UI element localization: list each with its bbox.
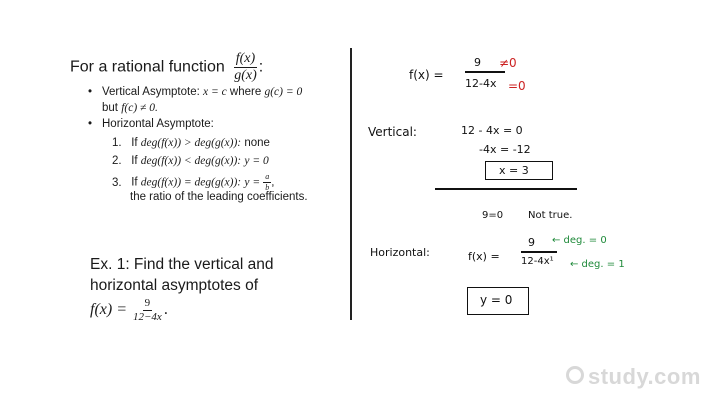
heading-colon: : [258,58,264,76]
case-3-numerator: a [263,172,272,183]
case-2-result: y = 0 [244,155,269,167]
example-line-2: horizontal asymptotes of [90,277,259,294]
hw-vertical-step-2: -4x = -12 [479,143,531,156]
example-formula: f(x) = 9 12−4x . [90,298,335,323]
rule-case-3: 3. If deg(f(x)) = deg(g(x)): y = a b , [112,173,275,192]
hw-fx-fraction-bar [465,71,505,73]
case-3-tail: , [271,176,275,189]
case-1-result: none [244,137,270,149]
rule-case-2: 2. If deg(f(x)) < deg(g(x)): y = 0 [112,155,269,167]
study-logo-icon [566,366,584,384]
case-3-result: y = [244,176,261,189]
example-numerator: 9 [142,297,153,311]
case-3-fraction: a b [263,172,272,192]
case-1-if: If [131,137,138,149]
example-line-1: Ex. 1: Find the vertical and [90,256,274,273]
hw-vertical-label: Vertical: [368,125,417,139]
case-3-number: 3. [112,176,122,189]
hw-fx-denominator: 12-4x [465,77,497,90]
heading-text: For a rational function [70,58,225,76]
hw-separator-line [435,188,577,190]
vertical-rule-math2: g(c) = 0 [264,86,303,98]
hw-false-equation: 9=0 [482,210,504,221]
hw-horizontal-numerator: 9 [528,236,535,249]
vertical-rule-but: but [102,102,118,114]
example-lhs: f(x) = [90,301,127,319]
case-2-if: If [131,155,138,167]
hw-horizontal-answer: y = 0 [480,293,513,307]
panel-divider [350,48,352,320]
case-2-number: 2. [112,155,122,167]
hw-denominator-zero: =0 [508,79,526,93]
study-logo-text: study.com [588,364,701,389]
hw-horizontal-fx: f(x) = [468,250,500,263]
hw-not-true: Not true. [528,210,573,221]
rational-function-heading: For a rational function f(x) g(x) : [70,52,263,83]
hw-fx-label: f(x) = [409,68,444,82]
horizontal-asymptote-rule: Horizontal Asymptote: [86,116,348,132]
hw-horizontal-answer-box [467,287,529,315]
hw-vertical-answer-box [485,161,553,180]
hw-horizontal-denominator: 12-4x¹ [521,256,554,267]
example-1: Ex. 1: Find the vertical and horizontal … [90,254,335,323]
case-3-denominator: b [265,183,270,192]
case-1-condition: deg(f(x)) > deg(g(x)): [140,137,242,149]
hw-fx-numerator: 9 [474,56,481,69]
heading-numerator: f(x) [233,51,258,68]
hw-degree-denominator: ← deg. = 1 [570,259,625,270]
vertical-rule-where: where [229,86,262,98]
vertical-rule-label: Vertical Asymptote: [102,86,200,98]
horizontal-rule-label: Horizontal Asymptote: [102,118,214,130]
hw-numerator-not-zero: ≠0 [499,56,517,70]
asymptote-rules-list: Vertical Asymptote: x = c where g(c) = 0… [86,84,348,132]
vertical-rule-math: x = c [203,86,227,98]
vertical-asymptote-rule: Vertical Asymptote: x = c where g(c) = 0… [86,84,348,116]
hw-vertical-answer: x = 3 [499,164,529,177]
case-2-condition: deg(f(x)) < deg(g(x)): [140,155,242,167]
case-1-number: 1. [112,137,122,149]
heading-fraction: f(x) g(x) [232,52,259,83]
example-denominator: 12−4x [133,311,162,323]
hw-horizontal-fraction-bar [521,251,557,253]
example-fraction: 9 12−4x [131,298,164,323]
case-3-if: If [131,176,138,189]
leading-coefficient-note: the ratio of the leading coefficients. [130,191,308,203]
case-3-condition: deg(f(x)) = deg(g(x)): [140,176,242,189]
hw-degree-numerator: ← deg. = 0 [552,235,607,246]
vertical-rule-condition: f(c) ≠ 0. [121,102,158,114]
hw-horizontal-label: Horizontal: [370,246,430,259]
rule-case-1: 1. If deg(f(x)) > deg(g(x)): none [112,137,270,149]
hw-vertical-step-1: 12 - 4x = 0 [461,124,523,137]
heading-denominator: g(x) [234,68,257,83]
example-tail: . [163,301,168,319]
